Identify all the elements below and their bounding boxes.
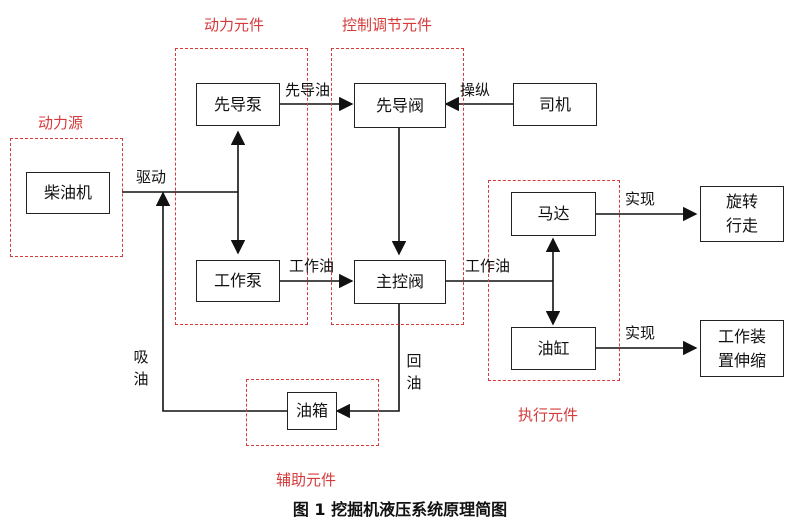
group-power-source-label: 动力源 xyxy=(38,114,84,132)
group-auxiliary-component-frame xyxy=(246,379,379,446)
return-oil-label: 回油 xyxy=(406,352,422,392)
work-device-box: 工作装 置伸缩 xyxy=(700,320,784,377)
main-valve-box: 主控阀 xyxy=(354,260,446,304)
rotate-travel-box: 旋转 行走 xyxy=(700,186,784,242)
operate-label: 操纵 xyxy=(460,81,491,99)
group-power-source-frame xyxy=(10,138,123,257)
group-control-component-label: 控制调节元件 xyxy=(342,16,433,34)
drive-label: 驱动 xyxy=(136,168,167,186)
group-actuator-component-frame xyxy=(488,180,620,381)
group-power-component-frame xyxy=(175,48,308,325)
group-power-component-label: 动力元件 xyxy=(204,16,265,34)
work-oil-label-2: 工作油 xyxy=(465,257,511,275)
realize-label-2: 实现 xyxy=(625,324,656,342)
pilot-valve-box: 先导阀 xyxy=(354,83,446,128)
group-actuator-component-label: 执行元件 xyxy=(518,406,579,424)
driver-box: 司机 xyxy=(513,83,597,126)
work-pump-box: 工作泵 xyxy=(196,260,280,302)
oil-tank-box: 油箱 xyxy=(287,392,337,430)
cylinder-box: 油缸 xyxy=(511,327,596,370)
suction-oil-arrow xyxy=(155,191,287,412)
suction-oil-label: 吸油 xyxy=(133,348,149,388)
pilot-oil-label: 先导油 xyxy=(285,81,331,99)
figure-caption: 图 1 挖掘机液压系统原理简图 xyxy=(292,500,508,519)
work-oil-label-1: 工作油 xyxy=(289,257,335,275)
group-auxiliary-component-label: 辅助元件 xyxy=(276,471,337,489)
motor-box: 马达 xyxy=(511,192,596,236)
pilot-pump-box: 先导泵 xyxy=(196,83,280,126)
diesel-engine-box: 柴油机 xyxy=(26,172,110,214)
realize-label-1: 实现 xyxy=(625,190,656,208)
group-control-component-frame xyxy=(331,48,464,325)
return-oil-arrow xyxy=(335,304,400,419)
